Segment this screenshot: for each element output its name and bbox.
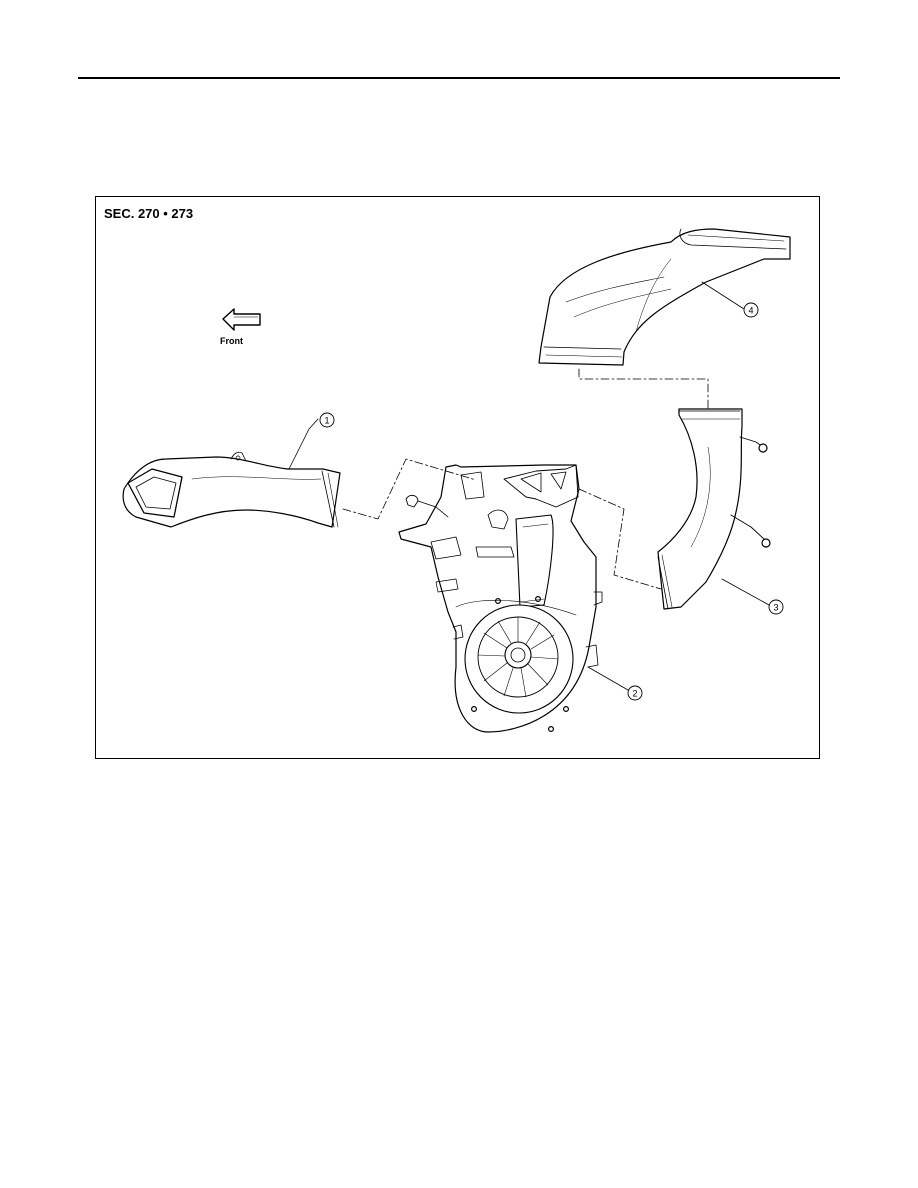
callout-2-number: 2 [632,689,637,699]
callout-4-number: 4 [748,306,753,316]
callout-3-number: 3 [773,603,778,613]
blower-unit-part [398,464,603,733]
callout-4-marker [743,302,759,318]
assembly-lines [342,368,709,590]
header-rule [78,77,840,79]
callout-3-marker [768,599,784,615]
diagram-frame: SEC. 270 • 273 Front [95,196,820,759]
front-arrow-icon [222,308,261,331]
leader-lines [288,281,770,691]
right-duct-part [657,408,771,610]
section-label: SEC. 270 • 273 [104,206,194,221]
exploded-parts-diagram: 1 2 3 4 [122,228,791,733]
callout-1-number: 1 [324,416,329,426]
upper-duct-part [538,228,791,366]
callout-2-marker [627,685,643,701]
front-direction-label: Front [220,336,243,346]
left-duct-part [122,451,341,528]
callout-1-marker [319,412,335,428]
